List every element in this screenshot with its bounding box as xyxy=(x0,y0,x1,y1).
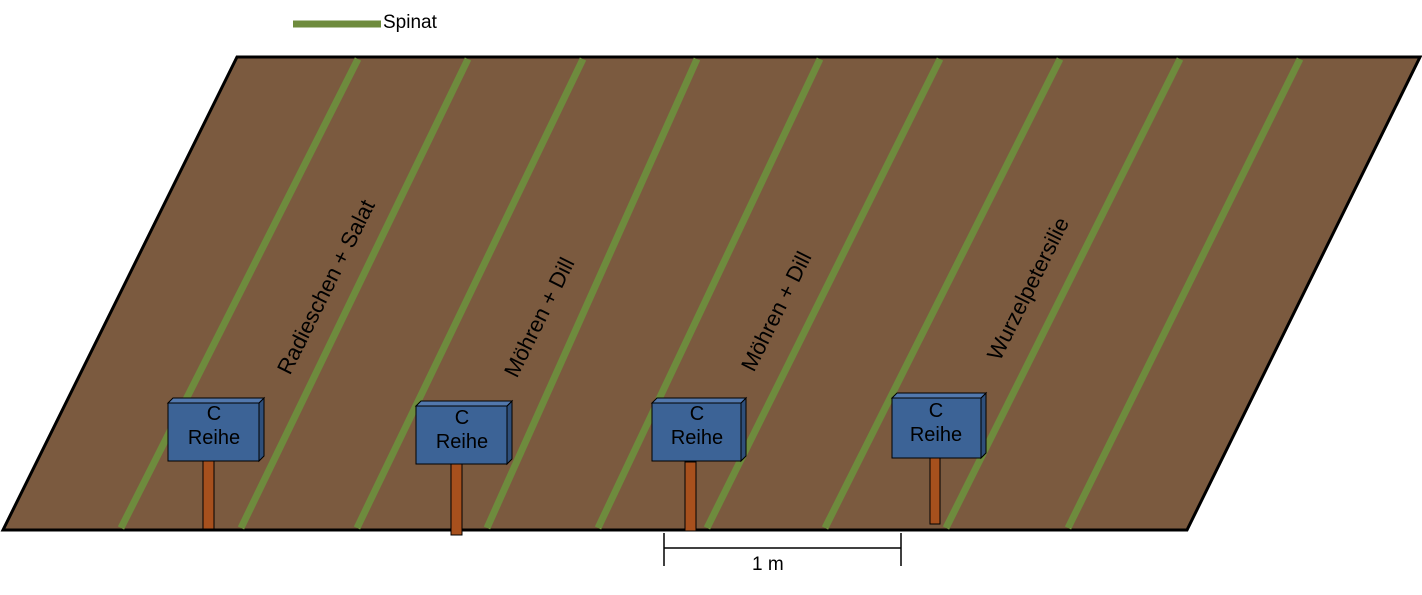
sign-label-line1: C xyxy=(454,407,470,429)
sign-label: C Reihe xyxy=(651,402,743,450)
sign-label-line2: Reihe xyxy=(435,431,489,453)
sign-label: C Reihe xyxy=(890,399,982,447)
row-sign xyxy=(650,396,748,532)
spinach-row xyxy=(237,57,472,530)
sign-label: C Reihe xyxy=(416,406,508,454)
sign-board xyxy=(415,405,508,465)
sign-board-top xyxy=(890,392,988,399)
sign-label-line2: Reihe xyxy=(670,427,724,449)
sign-label: C Reihe xyxy=(168,402,260,450)
sign-post xyxy=(684,461,697,532)
spinach-row xyxy=(117,57,362,530)
sign-label-line2: Reihe xyxy=(187,427,241,449)
spinach-row xyxy=(821,57,1064,530)
sign-board xyxy=(651,402,742,462)
scale-bar xyxy=(663,533,902,566)
spinach-rows xyxy=(117,57,1304,530)
scale-label: 1 m xyxy=(752,554,784,575)
row-sign xyxy=(414,399,514,536)
sign-board xyxy=(891,397,982,459)
sign-label-line1: C xyxy=(928,400,944,422)
row-sign xyxy=(890,391,988,525)
spinach-row xyxy=(1064,57,1304,530)
sign-label-line1: C xyxy=(206,403,222,425)
spinach-row xyxy=(594,57,824,530)
sign-post xyxy=(929,455,941,525)
legend-label: Spinat xyxy=(383,12,437,33)
sign-label-line1: C xyxy=(689,403,705,425)
spinach-row xyxy=(483,57,701,530)
sign-post xyxy=(202,458,215,530)
spinach-row xyxy=(353,57,587,530)
sign-label-line2: Reihe xyxy=(909,424,963,446)
row-sign xyxy=(166,396,266,530)
sign-post xyxy=(450,461,463,536)
sign-board xyxy=(167,402,260,462)
